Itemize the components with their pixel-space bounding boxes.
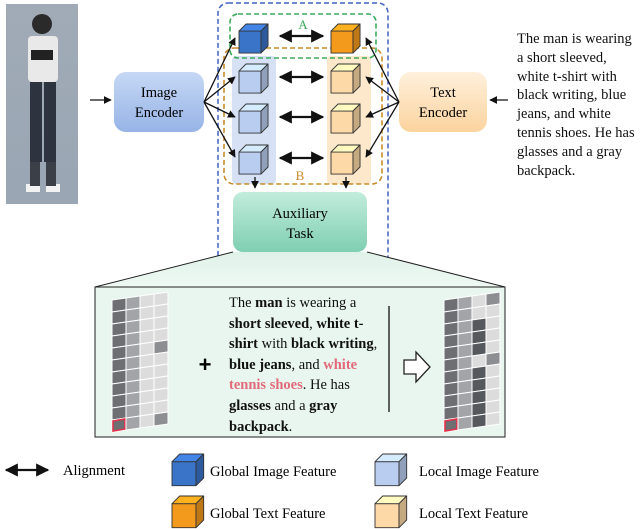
right-grid-patch <box>457 415 473 431</box>
image-encoder-label-line1: Image <box>141 85 177 101</box>
caption-text-2: is wearing a <box>282 295 357 311</box>
alignment-arrows <box>278 29 325 165</box>
group-a-label: A <box>298 17 308 32</box>
left-grid-patch <box>125 415 141 431</box>
caption-bold-black-writing: black writing <box>291 336 374 353</box>
right-grid-patch <box>485 411 501 427</box>
text-encoder-label-line2: Encoder <box>419 105 467 121</box>
legend-local-image-label: Local Image Feature <box>419 464 539 480</box>
caption-text-3: , <box>309 315 317 332</box>
local-text-feature-cube-3 <box>330 144 361 175</box>
text-encoder-label-line1: Text <box>430 85 456 101</box>
caption-highlight-white-tennis-shoes: white tennis shoes <box>229 356 358 394</box>
image-encoder-box <box>114 72 204 132</box>
person-description: The man is wearing a short sleeved, whit… <box>517 31 635 179</box>
legend-global-image-label: Global Image Feature <box>210 464 336 480</box>
local-text-feature-cube-1 <box>330 63 361 94</box>
caption-text-1: The <box>229 295 256 311</box>
text-encoder-box <box>399 72 487 132</box>
group-b-label: B <box>296 168 305 183</box>
attribute-caption: The man is wearing a short sleeved, whit… <box>229 293 389 437</box>
global-text-feature-cube <box>330 23 361 54</box>
local-image-feature-cube-3 <box>238 144 269 175</box>
masked-image-grid-left <box>111 291 169 433</box>
caption-bold-man: man <box>255 295 283 311</box>
person-photo <box>6 4 78 204</box>
local-image-feature-cube-2 <box>238 103 269 134</box>
legend-global-text-cube <box>171 495 205 529</box>
caption-text-8: and a <box>270 397 310 414</box>
caption-text-7: . He has <box>302 377 350 394</box>
caption-text-6: , and <box>291 356 324 373</box>
legend-cubes <box>171 453 408 529</box>
caption-bold-blue-jeans: blue jeans <box>229 356 292 373</box>
image-encoder-label-line2: Encoder <box>135 105 183 121</box>
legend-local-image-cube <box>374 453 408 487</box>
masked-image-grid-right <box>443 291 501 433</box>
group-b-box <box>223 47 383 185</box>
text-encoder-arrows <box>365 37 400 158</box>
caption-bold-gray-backpack: gray backpack <box>229 397 338 435</box>
local-text-feature-cube-2 <box>330 103 361 134</box>
left-grid-patch <box>153 411 169 427</box>
image-encoder-arrows <box>203 37 236 158</box>
left-grid-highlight-patch <box>112 418 126 432</box>
left-grid-patch <box>139 413 155 429</box>
zoom-trapezoid <box>95 252 505 287</box>
global-image-feature-cube <box>238 23 269 54</box>
auxiliary-task-box <box>233 192 367 252</box>
legend-global-text-label: Global Text Feature <box>210 506 326 522</box>
legend-global-image-cube <box>171 453 205 487</box>
feature-cubes <box>238 23 361 175</box>
auxiliary-task-label-line1: Auxiliary <box>272 206 328 222</box>
caption-text-5: , <box>373 336 378 353</box>
group-a-box <box>229 13 377 59</box>
legend-alignment-label: Alignment <box>63 463 125 479</box>
caption-bold-short-sleeved: short sleeved <box>229 315 310 332</box>
caption-text-9: . <box>288 418 293 435</box>
plus-sign: + <box>199 352 212 377</box>
hollow-right-arrow-icon <box>403 350 431 384</box>
right-grid-highlight-patch <box>444 418 458 432</box>
right-grid-patch <box>471 413 487 429</box>
legend-local-text-cube <box>374 495 408 529</box>
local-image-feature-cube-1 <box>238 63 269 94</box>
caption-bold-glasses: glasses <box>229 397 271 414</box>
legend-local-text-label: Local Text Feature <box>419 506 528 522</box>
auxiliary-task-label-line2: Task <box>286 226 314 242</box>
caption-text-4: with <box>258 336 292 353</box>
caption-bold-white-tshirt: white t-shirt <box>229 315 364 353</box>
